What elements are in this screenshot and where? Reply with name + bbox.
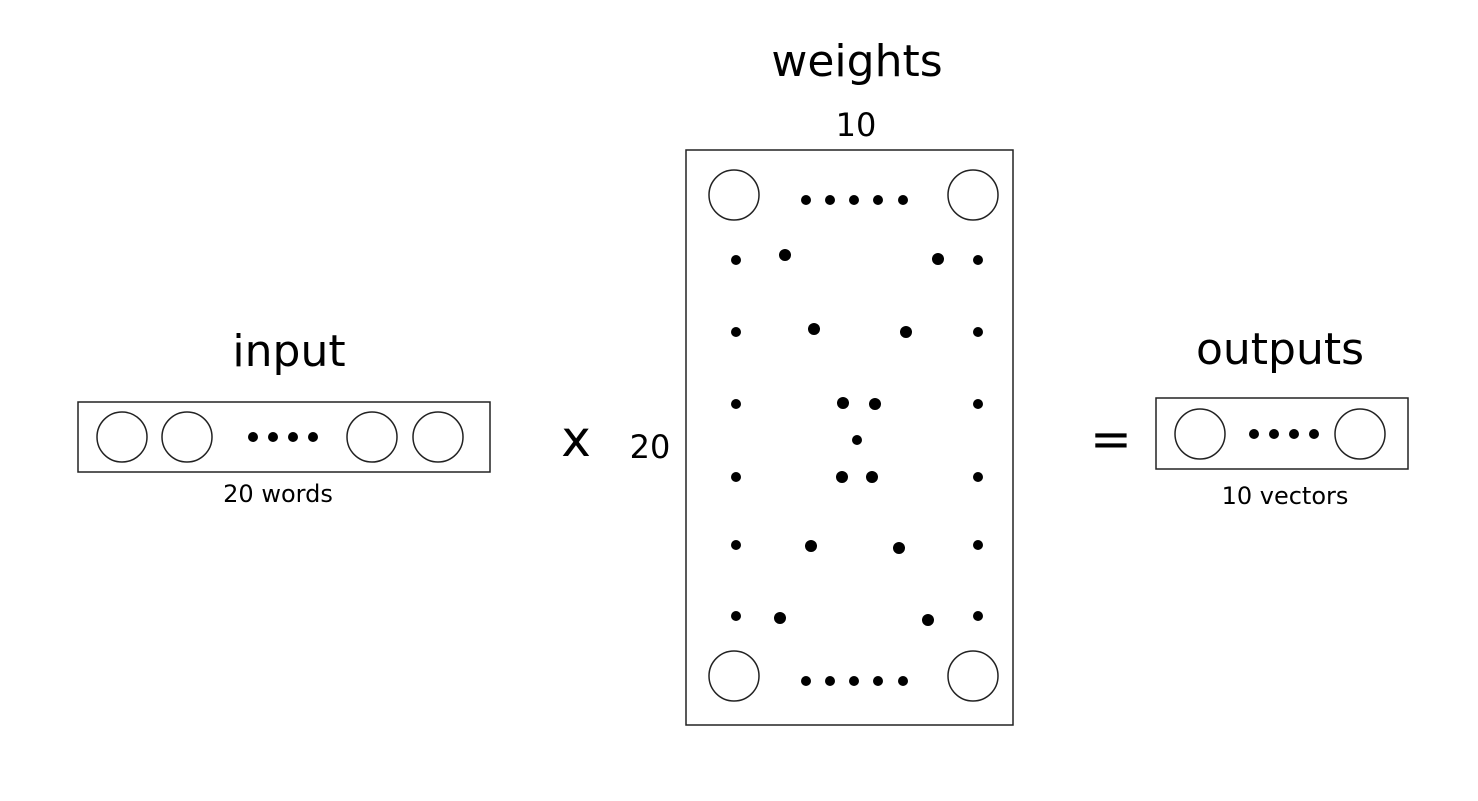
weights-antidiagonal-dot [805,540,817,552]
multiply-operator: x [561,410,591,468]
outputs-caption: 10 vectors [1222,482,1349,510]
weights-antidiagonal-dot [836,471,848,483]
equals-operator: = [1090,410,1132,468]
weights-left-ellipsis-dot [731,472,741,482]
weights-diagonal-dot [893,542,905,554]
outputs-vector-box [1155,397,1409,470]
weights-left-ellipsis-dot [731,255,741,265]
weights-diagonal-dot [808,323,820,335]
weights-bottom-ellipsis-dot [849,676,859,686]
input-word-circle-1 [96,411,148,463]
outputs-vector-circle-2 [1334,408,1386,460]
weights-top-ellipsis-dot [898,195,908,205]
weights-matrix-box [685,149,1014,726]
input-ellipsis-dot [308,432,318,442]
input-ellipsis-dot [248,432,258,442]
weights-top-ellipsis-dot [801,195,811,205]
weights-antidiagonal-dot [932,253,944,265]
weights-corner-circle-bottom-right [947,650,999,702]
weights-columns-label: 10 [836,106,877,144]
weights-corner-circle-top-right [947,169,999,221]
weights-left-ellipsis-dot [731,399,741,409]
weights-top-ellipsis-dot [849,195,859,205]
weights-corner-circle-top-left [708,169,760,221]
weights-diagonal-dot [866,471,878,483]
weights-top-ellipsis-dot [825,195,835,205]
input-vector-box [77,401,491,473]
outputs-title: outputs [1196,324,1364,375]
weights-bottom-ellipsis-dot [873,676,883,686]
weights-diagonal-dot [779,249,791,261]
outputs-vector-circle-1 [1174,408,1226,460]
weights-bottom-ellipsis-dot [898,676,908,686]
input-ellipsis-dot [268,432,278,442]
input-ellipsis-dot [288,432,298,442]
weights-group: weights 10 20 [630,36,1014,726]
outputs-ellipsis-dot [1269,429,1279,439]
weights-right-ellipsis-dot [973,255,983,265]
outputs-ellipsis-dot [1309,429,1319,439]
input-word-circle-3 [346,411,398,463]
weights-right-ellipsis-dot [973,327,983,337]
input-group: input 20 words [77,326,491,508]
input-word-circle-2 [161,411,213,463]
weights-left-ellipsis-dot [731,611,741,621]
weights-diagonal-dot [852,435,862,445]
weights-right-ellipsis-dot [973,472,983,482]
weights-rows-label: 20 [630,428,671,466]
weights-diagonal-dot [922,614,934,626]
weights-antidiagonal-dot [900,326,912,338]
weights-corner-circle-bottom-left [708,650,760,702]
weights-diagonal-dot [837,397,849,409]
outputs-ellipsis-dot [1249,429,1259,439]
weights-left-ellipsis-dot [731,327,741,337]
weights-right-ellipsis-dot [973,540,983,550]
outputs-group: outputs 10 vectors [1155,324,1409,510]
weights-bottom-ellipsis-dot [825,676,835,686]
input-word-circle-4 [412,411,464,463]
input-caption: 20 words [223,480,333,508]
weights-right-ellipsis-dot [973,399,983,409]
weights-top-ellipsis-dot [873,195,883,205]
weights-antidiagonal-dot [869,398,881,410]
weights-title: weights [771,36,942,87]
weights-antidiagonal-dot [774,612,786,624]
outputs-ellipsis-dot [1289,429,1299,439]
weights-bottom-ellipsis-dot [801,676,811,686]
weights-left-ellipsis-dot [731,540,741,550]
input-title: input [232,326,345,377]
weights-right-ellipsis-dot [973,611,983,621]
